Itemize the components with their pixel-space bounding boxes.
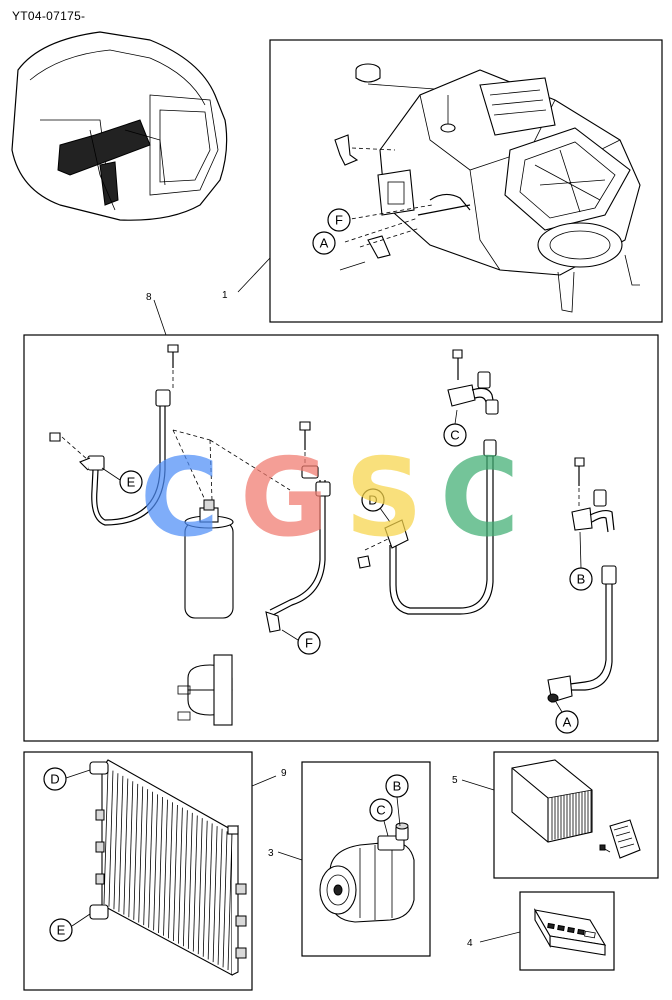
cab-overview-illustration [11, 31, 228, 221]
box-control-panel: 4 [467, 891, 615, 971]
svg-text:D: D [368, 493, 377, 508]
svg-text:D: D [50, 772, 59, 787]
callout-hose-f: F [281, 629, 321, 655]
hose-set-illustration [49, 344, 617, 726]
svg-text:E: E [57, 923, 66, 938]
callout-heater-a: A [312, 231, 336, 255]
callout-condenser-e: E [49, 913, 91, 942]
watermark-letter-4: C [440, 436, 519, 561]
box-heater-unit: 1 [222, 39, 663, 323]
part-number-8: 8 [146, 292, 152, 303]
svg-text:A: A [563, 715, 572, 730]
part-number-9: 9 [281, 768, 287, 779]
part-number-3: 3 [268, 848, 274, 859]
callout-hose-c: C [443, 409, 467, 447]
svg-text:B: B [577, 572, 586, 587]
watermark-letter-1: C [140, 436, 219, 561]
svg-text:C: C [450, 428, 459, 443]
svg-text:E: E [127, 475, 136, 490]
heater-unit-illustration [334, 63, 641, 313]
part-number-1: 1 [222, 290, 228, 301]
callout-hose-d: D [361, 488, 391, 523]
callout-hose-e: E [101, 467, 143, 494]
box-condenser: 9 [23, 751, 287, 991]
control-panel-illustration [533, 907, 607, 956]
box-hose-set: 8 [23, 292, 659, 742]
callout-heater-f: F [327, 208, 351, 232]
condenser-illustration [89, 759, 247, 976]
callout-hose-a: A [555, 701, 579, 734]
callout-hose-b: B [569, 531, 593, 591]
callout-condenser-d: D [43, 767, 91, 791]
svg-text:F: F [305, 636, 313, 651]
box-compressor: 3 [268, 761, 431, 957]
svg-text:B: B [393, 779, 402, 794]
watermark-letter-2: G [240, 436, 329, 561]
callout-compressor-b: B [385, 774, 409, 827]
svg-text:F: F [335, 213, 343, 228]
document-code: YT04-07175- [12, 9, 86, 23]
svg-text:C: C [376, 803, 385, 818]
watermark-letter-3: S [345, 436, 423, 561]
part-number-4: 4 [467, 938, 473, 949]
callout-compressor-c: C [369, 798, 393, 837]
filter-illustration [511, 759, 641, 859]
compressor-illustration [319, 822, 415, 923]
part-number-5: 5 [452, 775, 458, 786]
svg-text:A: A [320, 236, 329, 251]
watermark-logo: C G S C [140, 436, 519, 561]
box-filter: 5 [452, 751, 659, 879]
